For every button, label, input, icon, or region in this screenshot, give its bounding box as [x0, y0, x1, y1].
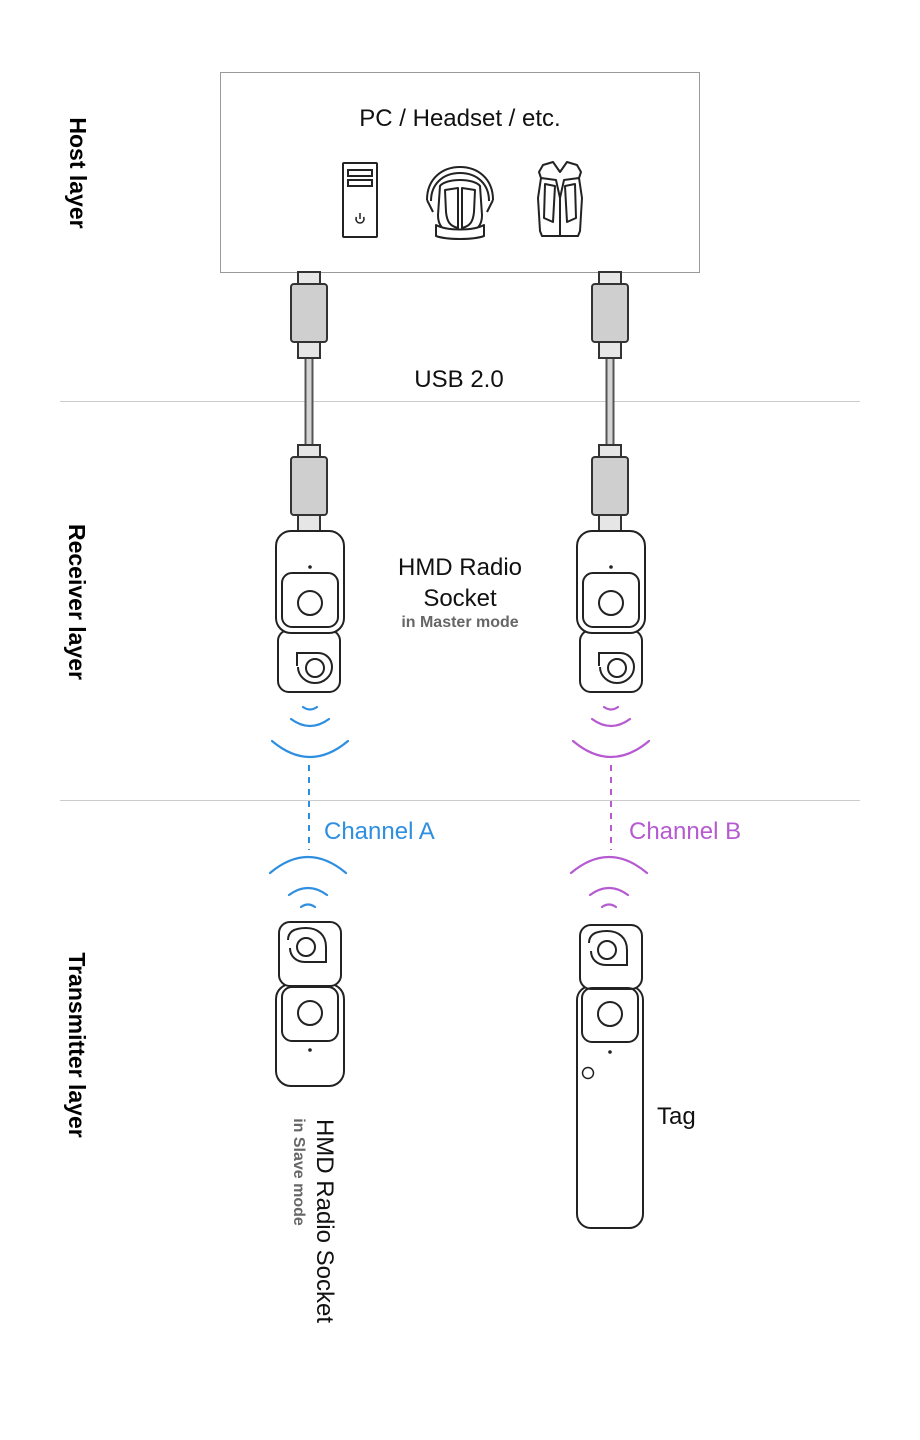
- tag-device: [576, 924, 644, 1229]
- receiver-socket-left: [275, 530, 345, 693]
- usb-connector-top-right: [591, 271, 629, 359]
- host-title: PC / Headset / etc.: [359, 105, 561, 132]
- transmitter-socket-left: [275, 921, 345, 1087]
- backpack-pc-icon: [537, 161, 583, 237]
- receiver-mode: in Master mode: [401, 614, 519, 631]
- host-device-box: PC / Headset / etc.: [220, 72, 700, 273]
- receiver-name-line1: HMD Radio: [397, 554, 523, 581]
- receiver-socket-right: [576, 530, 646, 693]
- receiver-name: HMD Radio Socket in Master mode: [380, 552, 540, 632]
- slave-socket-name: HMD Radio Socket: [311, 1118, 338, 1324]
- divider-receiver-transmitter: [60, 800, 860, 801]
- usb-connector-bottom-right: [591, 444, 629, 532]
- radio-waves-transmitter-b: [569, 855, 649, 909]
- radio-waves-receiver-b: [571, 705, 651, 759]
- channel-b-label: Channel B: [629, 818, 742, 845]
- vr-headset-icon: [426, 166, 494, 240]
- receiver-name-line2: Socket: [423, 585, 497, 612]
- radio-waves-transmitter-a: [268, 855, 348, 909]
- channel-a-label: Channel A: [324, 818, 435, 845]
- pc-tower-icon: [342, 162, 378, 238]
- usb-connector-bottom-left: [290, 444, 328, 532]
- usb-label: USB 2.0: [414, 366, 504, 393]
- tag-label: Tag: [657, 1103, 696, 1130]
- divider-host-receiver: [60, 401, 860, 402]
- slave-socket-mode: in Slave mode: [290, 1118, 307, 1226]
- radio-waves-receiver-a: [270, 705, 350, 759]
- usb-connector-top-left: [290, 271, 328, 359]
